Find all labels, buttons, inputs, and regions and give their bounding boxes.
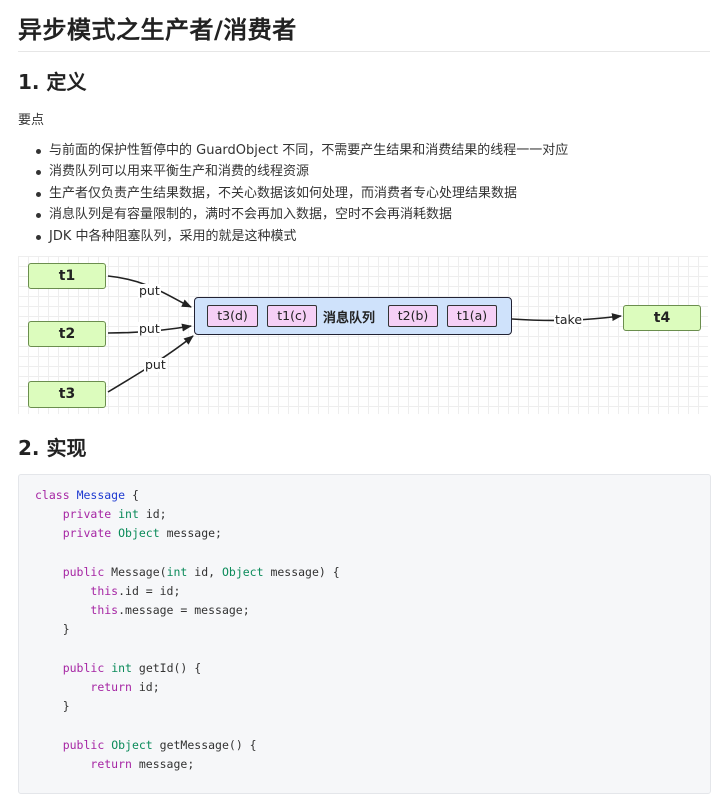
put-label-t3: put xyxy=(144,357,167,372)
code-text: id; xyxy=(131,680,160,694)
code-text: .id = id; xyxy=(118,584,181,598)
code-class-name: Message xyxy=(76,488,126,502)
code-text: message; xyxy=(131,756,195,771)
section-heading-implementation: 2. 实现 xyxy=(18,436,87,460)
code-keyword: public xyxy=(62,564,105,579)
queue-message: t2(b) xyxy=(388,305,438,327)
code-line: public Object getMessage() { xyxy=(35,736,257,755)
producer-consumer-diagram: t1 t2 t3 t4 t3(d) t1(c) 消息队列 t2(b) t1(a)… xyxy=(18,256,708,414)
producer-t2: t2 xyxy=(28,321,106,347)
code-text: message) { xyxy=(263,564,340,579)
code-line: } xyxy=(35,697,70,716)
queue-message: t3(d) xyxy=(207,305,258,327)
list-item: 与前面的保护性暂停中的 GuardObject 不同，不需要产生结果和消费结果的… xyxy=(18,140,568,161)
code-keyword: private xyxy=(62,507,112,522)
code-line: } xyxy=(35,620,70,639)
code-type: Object xyxy=(118,526,160,541)
code-line: return message; xyxy=(35,755,194,774)
code-keyword: this xyxy=(90,584,119,598)
take-label: take xyxy=(554,312,584,327)
code-type: Object xyxy=(111,737,153,752)
code-text: getId() { xyxy=(131,660,202,675)
code-text: getMessage() { xyxy=(152,737,257,752)
code-line: public int getId() { xyxy=(35,659,202,678)
list-item: 消费队列可以用来平衡生产和消费的线程资源 xyxy=(18,161,568,182)
title-divider xyxy=(18,51,710,52)
code-line: private Object message; xyxy=(35,524,222,543)
list-item: 消息队列是有容量限制的，满时不会再加入数据，空时不会再消耗数据 xyxy=(18,204,568,225)
message-queue: t3(d) t1(c) 消息队列 t2(b) t1(a) xyxy=(194,297,512,335)
key-points-list: 与前面的保护性暂停中的 GuardObject 不同，不需要产生结果和消费结果的… xyxy=(18,140,568,247)
consumer-t4: t4 xyxy=(623,305,701,331)
queue-label: 消息队列 xyxy=(323,311,376,326)
code-keyword: this xyxy=(90,603,119,618)
code-text: id; xyxy=(138,507,167,522)
code-line: class Message { xyxy=(35,486,139,505)
code-line: return id; xyxy=(35,678,160,697)
code-line: public Message(int id, Object message) { xyxy=(35,563,340,582)
code-type: Object xyxy=(221,564,264,579)
code-text: { xyxy=(125,488,139,502)
code-line: this.id = id; xyxy=(35,582,180,601)
code-text: } xyxy=(62,699,70,714)
list-item: 生产者仅负责产生结果数据，不关心数据该如何处理，而消费者专心处理结果数据 xyxy=(18,183,568,204)
code-keyword: return xyxy=(90,680,132,694)
queue-message: t1(a) xyxy=(447,305,497,327)
producer-t1: t1 xyxy=(28,263,106,289)
code-line: this.message = message; xyxy=(35,601,250,620)
diagram-connectors xyxy=(107,275,622,393)
page-title: 异步模式之生产者/消费者 xyxy=(18,16,297,44)
code-text: .message = message; xyxy=(118,603,250,618)
code-type: int xyxy=(118,507,139,522)
producer-t3: t3 xyxy=(28,381,106,408)
code-text: message; xyxy=(159,526,222,541)
put-label-t2: put xyxy=(138,321,161,336)
queue-message: t1(c) xyxy=(267,305,317,327)
code-text: Message( xyxy=(104,564,167,579)
put-label-t1: put xyxy=(138,283,161,298)
code-keyword: public xyxy=(62,660,105,675)
code-line: private int id; xyxy=(35,505,167,524)
code-text: } xyxy=(62,622,70,637)
intro-text: 要点 xyxy=(18,113,45,128)
code-keyword: private xyxy=(62,526,112,541)
section-heading-definition: 1. 定义 xyxy=(18,70,87,94)
list-item: JDK 中各种阻塞队列，采用的就是这种模式 xyxy=(18,226,568,247)
code-keyword: class xyxy=(35,488,70,502)
code-keyword: return xyxy=(90,756,132,771)
code-type: int xyxy=(166,564,188,579)
code-text: id, xyxy=(187,564,222,579)
code-type: int xyxy=(111,660,132,675)
code-keyword: public xyxy=(62,737,105,752)
code-block[interactable]: class Message { private int id; private … xyxy=(18,474,711,794)
